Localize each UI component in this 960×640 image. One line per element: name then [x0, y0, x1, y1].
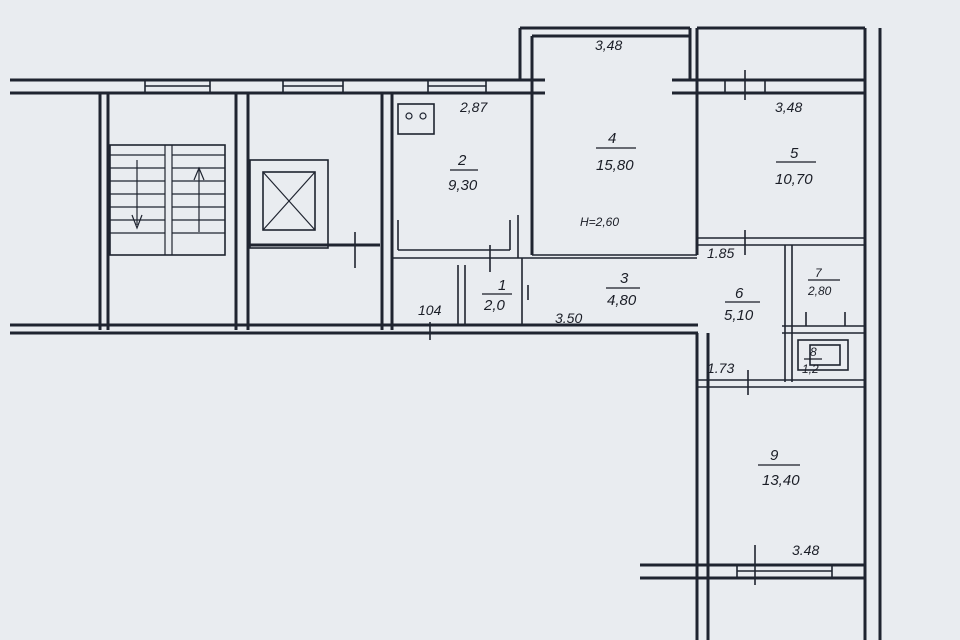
dim-kitchen: 2,87	[459, 99, 488, 115]
svg-text:2,0: 2,0	[483, 297, 506, 314]
elevator-shaft	[249, 159, 380, 249]
svg-text:15,80: 15,80	[596, 157, 634, 174]
svg-text:2: 2	[457, 152, 467, 169]
svg-text:4,80: 4,80	[607, 292, 637, 309]
room-label-7: 7 2,80	[807, 266, 840, 298]
stove-icon	[397, 103, 435, 135]
dim-bottom: 3.48	[792, 542, 819, 558]
room-label-8: 8 1,2	[802, 345, 822, 376]
room-label-3: 3 4,80	[606, 270, 640, 309]
sink-icon	[805, 312, 846, 326]
dim-entrance: 104	[418, 302, 442, 318]
room-label-1: 1 2,0	[482, 277, 512, 314]
svg-text:7: 7	[815, 266, 823, 280]
svg-text:9: 9	[770, 447, 779, 464]
dim-top-room4: 3,48	[595, 37, 622, 53]
svg-text:2,80: 2,80	[807, 284, 832, 298]
bathtub-icon	[797, 339, 849, 371]
walls	[10, 26, 882, 640]
svg-text:4: 4	[608, 130, 616, 147]
svg-text:5: 5	[790, 145, 799, 162]
svg-text:1,2: 1,2	[802, 362, 819, 376]
dim-hall: 3.50	[555, 310, 582, 326]
room-label-9: 9 13,40	[758, 447, 800, 489]
room-label-5: 5 10,70	[775, 145, 816, 188]
svg-text:9,30: 9,30	[448, 177, 478, 194]
room-label-6: 6 5,10	[724, 285, 760, 324]
dim-ceiling: H=2,60	[580, 215, 619, 229]
svg-text:13,40: 13,40	[762, 472, 800, 489]
room-label-2: 2 9,30	[448, 152, 478, 194]
dim-top-room5: 3,48	[775, 99, 802, 115]
dim-corridor: 1.85	[707, 245, 734, 261]
svg-text:6: 6	[735, 285, 744, 302]
door-marks	[354, 70, 756, 585]
svg-text:3: 3	[620, 270, 629, 287]
room-label-4: 4 15,80	[596, 130, 636, 174]
svg-text:1: 1	[498, 277, 506, 294]
svg-text:10,70: 10,70	[775, 171, 813, 188]
svg-text:8: 8	[810, 345, 817, 359]
staircase	[109, 144, 226, 256]
dim-bath: 1.73	[707, 360, 734, 376]
svg-text:5,10: 5,10	[724, 307, 754, 324]
